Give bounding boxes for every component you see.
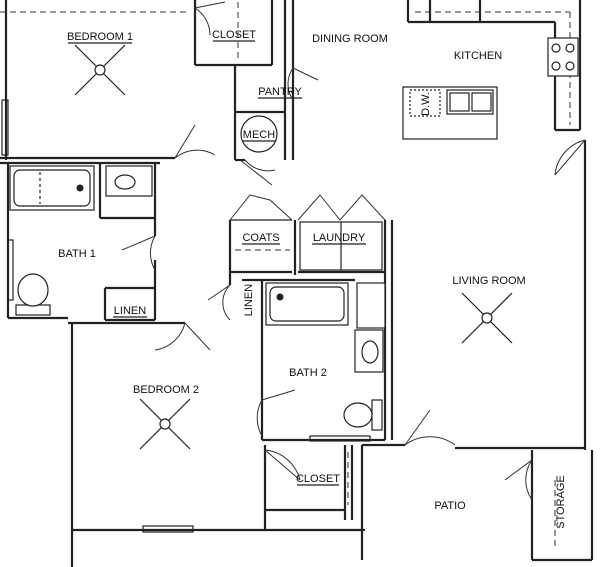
ceiling-fan-icon (139, 398, 191, 450)
door-swing-icon (256, 389, 296, 437)
sink-icon (354, 329, 384, 373)
label-laundry: LAUNDRY (313, 232, 366, 244)
label-dining-room: DINING ROOM (312, 33, 388, 45)
door-swings (121, 1, 586, 501)
toilet-icon (15, 273, 51, 316)
label-closet-2: CLOSET (296, 473, 340, 485)
door-swing-icon (207, 284, 231, 321)
label-pantry: PANTRY (258, 86, 302, 98)
mech-unit-icon (240, 115, 278, 153)
tub-icon (9, 165, 95, 211)
label-linen-2: LINEN (243, 284, 255, 316)
sink-icon (105, 165, 153, 197)
label-bath-2: BATH 2 (289, 367, 327, 379)
tub-icon (265, 282, 349, 326)
door-swing-icon (239, 159, 276, 186)
ceiling-fan-icon (74, 44, 126, 96)
fixtures: D.W. (9, 37, 579, 431)
label-bedroom-1: BEDROOM 1 (67, 31, 133, 43)
door-swing-icon (404, 409, 456, 446)
door-swing-icon (121, 235, 156, 271)
label-linen-1: LINEN (114, 305, 146, 317)
label-closet-1: CLOSET (212, 29, 256, 41)
room-labels: BEDROOM 1 CLOSET DINING ROOM KITCHEN PAN… (58, 29, 567, 529)
door-swing-icon (504, 459, 533, 501)
label-bedroom-2: BEDROOM 2 (133, 384, 199, 396)
label-underlines (68, 40, 366, 486)
door-swing-icon (194, 1, 226, 36)
label-bath-1: BATH 1 (58, 248, 96, 260)
door-swing-icon (554, 139, 586, 176)
sink-icon: D.W. (402, 86, 498, 140)
label-kitchen: KITCHEN (454, 50, 502, 62)
label-coats: COATS (242, 232, 279, 244)
label-patio: PATIO (434, 500, 466, 512)
door-swing-icon (264, 449, 301, 481)
label-living-room: LIVING ROOM (452, 275, 525, 287)
ceiling-fan-icon (461, 292, 513, 344)
dishwasher-label: D.W. (420, 92, 432, 116)
door-swing-icon (174, 124, 216, 159)
windows (1, 99, 371, 533)
range-icon (547, 37, 579, 77)
door-swing-icon (229, 194, 293, 221)
toilet-icon (343, 399, 383, 431)
label-storage: STORAGE (555, 475, 567, 529)
door-swing-icon (297, 194, 386, 221)
label-mech: MECH (243, 129, 275, 141)
door-swing-icon (154, 322, 211, 351)
